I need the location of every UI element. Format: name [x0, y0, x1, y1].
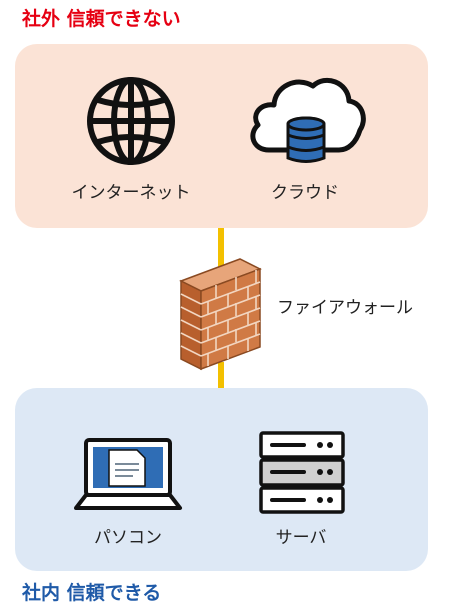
- trusted-inside-title: 社内 信頼できる: [22, 582, 162, 604]
- cloud-label: クラウド: [271, 183, 339, 203]
- connection-line-bottom: [218, 362, 224, 388]
- laptop-icon: [74, 438, 182, 510]
- untrusted-outside-title: 社外 信頼できない: [22, 8, 181, 30]
- server-label: サーバ: [275, 528, 327, 548]
- internet-label: インターネット: [71, 183, 191, 203]
- pc-label: パソコン: [94, 528, 162, 548]
- firewall-brick-wall-icon: [179, 258, 262, 371]
- firewall-label: ファイアウォール: [277, 298, 413, 318]
- inside-network-zone: [15, 388, 428, 571]
- globe-icon: [87, 77, 175, 165]
- connection-line-top: [218, 228, 224, 268]
- server-rack-icon: [259, 431, 345, 514]
- cloud-database-icon: [250, 77, 366, 163]
